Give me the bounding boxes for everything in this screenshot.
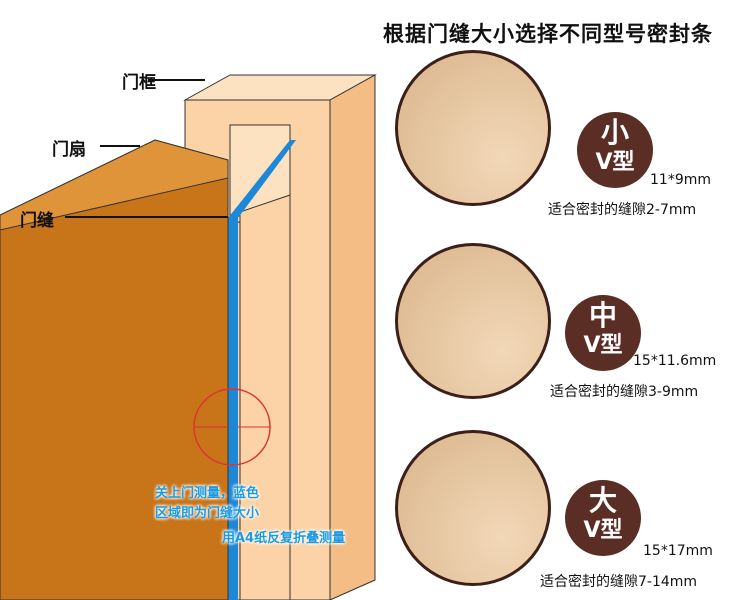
fit-small: 适合密封的缝隙2-7mm — [548, 202, 697, 218]
label-leaf: 门扇 — [52, 140, 86, 160]
gap-highlight — [228, 140, 296, 600]
seal-photo-small — [395, 50, 551, 206]
door-diagram — [0, 74, 377, 600]
fit-medium: 适合密封的缝隙3-9mm — [550, 384, 699, 400]
seal-photo-large — [395, 430, 551, 586]
label-frame: 门框 — [122, 73, 156, 93]
label-gap: 门缝 — [20, 211, 54, 231]
dims-large: 15*17mm — [643, 543, 713, 559]
note-line1: 关上门测量，蓝色 — [155, 486, 260, 501]
dims-medium: 15*11.6mm — [633, 353, 717, 369]
note-line2: 区域即为门缝大小 — [155, 506, 260, 521]
note-line3: 用A4纸反复折叠测量 — [222, 531, 346, 546]
fit-large: 适合密封的缝隙7-14mm — [540, 574, 698, 590]
page-title: 根据门缝大小选择不同型号密封条 — [383, 22, 713, 46]
dims-small: 11*9mm — [650, 172, 711, 188]
seal-photo-medium — [395, 243, 551, 399]
